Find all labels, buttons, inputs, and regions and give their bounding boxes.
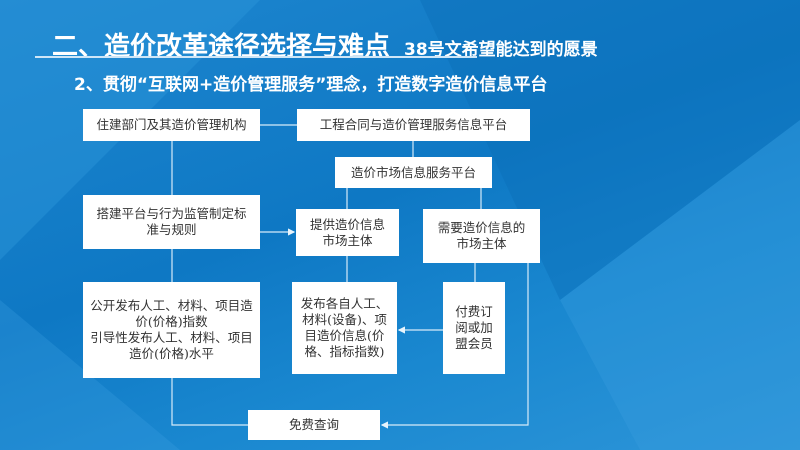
box-consumers: 需要造价信息的市场主体 — [423, 209, 540, 263]
box-free-query: 免费查询 — [248, 410, 380, 440]
box-market-platform: 造价市场信息服务平台 — [335, 157, 492, 188]
box-build-platform: 搭建平台与行为监管制定标准与规则 — [83, 195, 260, 249]
title-sub: 38号文希望能达到的愿景 — [404, 40, 598, 60]
section-subtitle: 2、贯彻“互联网+造价管理服务”理念，打造数字造价信息平台 — [74, 75, 548, 95]
title-divider — [35, 56, 477, 58]
box-paid-subscription: 付费订阅或加盟会员 — [443, 282, 505, 374]
box-public-release: 公开发布人工、材料、项目造价(价格)指数 引导性发布人工、材料、项目造价(价格)… — [83, 282, 260, 378]
box-provider-release: 发布各自人工、材料(设备)、项目造价信息(价格、指标指数) — [292, 282, 397, 374]
box-contract-platform: 工程合同与造价管理服务信息平台 — [297, 109, 530, 141]
box-authority: 住建部门及其造价管理机构 — [83, 109, 260, 141]
box-providers: 提供造价信息市场主体 — [296, 209, 399, 256]
